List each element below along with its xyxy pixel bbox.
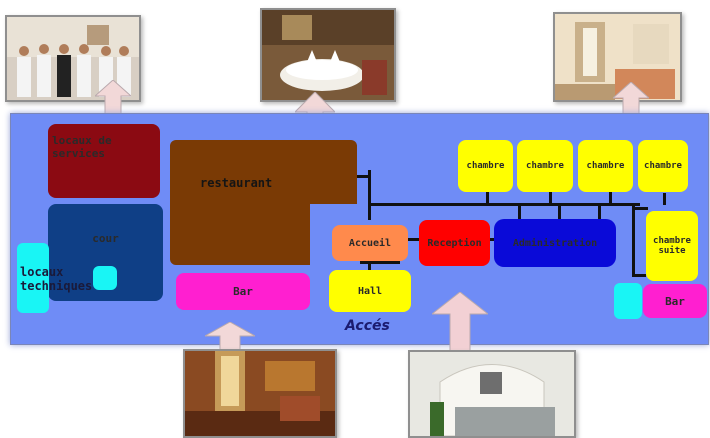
connector xyxy=(549,190,552,205)
entrance-photo-image xyxy=(410,352,574,436)
connector xyxy=(486,238,496,241)
room-reception: Reception xyxy=(419,220,490,266)
acces-label: Accés xyxy=(345,318,390,334)
connector xyxy=(609,190,612,205)
room-label: Hall xyxy=(357,285,383,297)
room-photo-image xyxy=(555,14,680,100)
room-label: Reception xyxy=(427,237,482,249)
room-small-cyan-right xyxy=(614,283,642,319)
restaurant-label: restaurant xyxy=(200,176,273,190)
room-label: Accueil xyxy=(348,237,392,249)
room-label: chambre xyxy=(644,161,682,171)
connector xyxy=(368,261,371,271)
room-bar-right: Bar xyxy=(643,284,707,318)
room-small-cyan-left xyxy=(93,266,117,290)
lounge-photo-image xyxy=(185,351,335,436)
connector xyxy=(632,207,648,210)
arrow-up-room xyxy=(613,82,649,126)
room-label: chambre suite xyxy=(653,236,691,256)
room-chambre-suite: chambre suite xyxy=(646,211,698,281)
room-accueil: Accueil xyxy=(332,225,408,261)
connector xyxy=(558,205,561,222)
connector xyxy=(632,274,646,277)
room-locaux-techniques xyxy=(17,243,49,313)
room-label: Administration xyxy=(512,237,598,249)
arrow-up-lounge xyxy=(205,322,255,358)
room-label: chambre xyxy=(466,161,505,171)
room-chambre-4: chambre xyxy=(638,140,688,192)
room-locaux-services: locaux de services xyxy=(48,124,160,198)
room-chambre-3: chambre xyxy=(578,140,633,192)
connector xyxy=(486,190,489,205)
room-administration: Administration xyxy=(494,219,616,267)
connector xyxy=(518,205,521,222)
room-label: chambre xyxy=(526,161,564,171)
staff-photo xyxy=(5,15,141,102)
connector xyxy=(368,170,371,220)
room-label: Bar xyxy=(665,294,685,308)
connector xyxy=(355,175,371,178)
room-photo xyxy=(553,12,682,102)
connector xyxy=(598,205,601,222)
room-label: Bar xyxy=(233,285,253,298)
dining-photo xyxy=(260,8,396,102)
locaux-techniques-label: locaux techniques xyxy=(20,265,93,293)
dining-photo-image xyxy=(262,10,394,100)
connector xyxy=(405,238,420,241)
arrow-up-entrance xyxy=(432,292,488,360)
entrance-photo xyxy=(408,350,576,438)
connector xyxy=(663,193,666,205)
room-label: cour xyxy=(92,232,119,245)
arrow-up-staff xyxy=(95,80,131,120)
lounge-photo xyxy=(183,349,337,438)
connector xyxy=(632,205,635,277)
room-chambre-1: chambre xyxy=(458,140,513,192)
staff-photo-image xyxy=(7,17,139,100)
room-label: chambre xyxy=(586,161,625,171)
room-chambre-2: chambre xyxy=(517,140,573,192)
room-hall: Hall xyxy=(329,270,411,312)
room-label: locaux de services xyxy=(52,134,112,160)
room-bar-left: Bar xyxy=(176,273,310,310)
connector xyxy=(368,203,640,206)
